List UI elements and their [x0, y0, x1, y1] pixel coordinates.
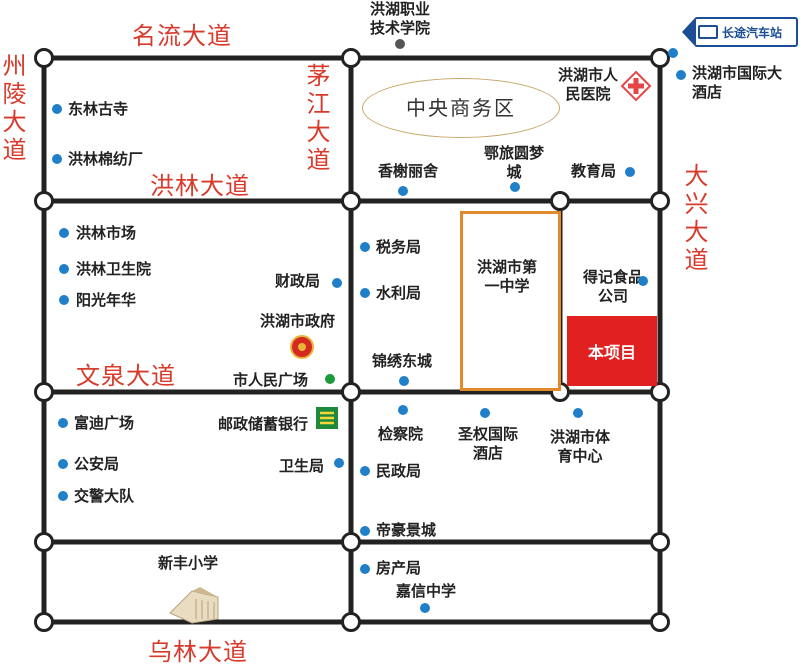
poi-dot [398, 186, 408, 196]
poi-tax-label: 税务局 [376, 238, 422, 256]
poi-dot [58, 418, 68, 428]
poi-tech-college-label: 洪湖职业技术学院 [369, 0, 430, 37]
bus-icon [698, 25, 718, 39]
poi-housing-label: 房产局 [376, 559, 422, 577]
poi-civil-label: 民政局 [376, 462, 422, 480]
square-green-icon [325, 374, 335, 384]
poi-dot [638, 276, 648, 286]
poi-donglin-temple-label: 东林古寺 [68, 100, 129, 118]
poi-dot [668, 48, 678, 58]
poi-dot [360, 564, 370, 574]
intersection-node [650, 382, 670, 402]
intersection-node [34, 382, 54, 402]
poi-dot [395, 39, 405, 49]
poi-jinxiu-label: 锦绣东城 [372, 352, 433, 370]
road-label-daxing: 大兴大道 [684, 162, 710, 274]
poi-dot [360, 242, 370, 252]
poi-dot [360, 288, 370, 298]
poi-cotton-mill-label: 洪林棉纺厂 [68, 150, 144, 168]
poi-dot [676, 70, 686, 80]
poi-health-bureau-label: 卫生局 [279, 457, 325, 475]
intersection-node [650, 48, 670, 68]
intersection-node [34, 48, 54, 68]
road-label-mingliu: 名流大道 [132, 22, 232, 50]
poi-dot [399, 376, 409, 386]
poi-dot [420, 603, 430, 613]
poi-dot [480, 408, 490, 418]
hospital-cross-icon [620, 70, 652, 102]
road-label-wenquan: 文泉大道 [76, 362, 176, 390]
intersection-node [341, 191, 361, 211]
poi-elv-label: 鄂旅圆梦城 [483, 144, 544, 181]
road-label-zhouling: 州陵大道 [2, 52, 28, 164]
poi-dot [59, 228, 69, 238]
bus-station-label: 长途汽车站 [722, 25, 783, 40]
school-highlight-box [460, 211, 561, 391]
poi-dot [58, 459, 68, 469]
poi-dot [59, 295, 69, 305]
poi-procuratorate-label: 检察院 [378, 425, 424, 443]
poi-dot [52, 154, 62, 164]
poi-fudi-label: 富迪广场 [74, 414, 135, 432]
poi-sunshine-label: 阳光年华 [76, 291, 137, 309]
intersection-node [34, 612, 54, 632]
poi-school-label: 洪湖市第一中学 [476, 258, 537, 295]
poi-sports-label: 洪湖市体育中心 [549, 428, 610, 465]
bus-station-sign: 长途汽车站 [682, 17, 798, 47]
poi-dihao-label: 帝豪景城 [376, 521, 437, 539]
poi-dot [52, 104, 62, 114]
intersection-node [34, 191, 54, 211]
project-marker: 本项目 [567, 316, 657, 386]
government-emblem-icon [290, 335, 314, 359]
poi-dot [332, 278, 342, 288]
poi-shengquan-label: 圣权国际酒店 [457, 425, 518, 462]
cbd-area: 中央商务区 [362, 78, 560, 138]
poi-traffic-label: 交警大队 [74, 487, 135, 505]
intersection-node [341, 532, 361, 552]
road-label-honglin: 洪林大道 [150, 172, 250, 200]
poi-police-label: 公安局 [74, 455, 120, 473]
poi-deji-label: 得记食品公司 [582, 268, 643, 305]
intersection-node [341, 612, 361, 632]
intersection-node [650, 191, 670, 211]
poi-education-label: 教育局 [571, 162, 617, 180]
poi-market-label: 洪林市场 [76, 224, 137, 242]
poi-water-label: 水利局 [376, 284, 422, 302]
poi-dot [398, 405, 408, 415]
intersection-node [34, 532, 54, 552]
postal-bank-icon [316, 407, 338, 429]
poi-dot [510, 182, 520, 192]
arrow-left-icon [682, 19, 694, 45]
poi-health-center-label: 洪林卫生院 [76, 260, 152, 278]
poi-dot [334, 458, 344, 468]
poi-dot [625, 167, 635, 177]
poi-jiaxin-label: 嘉信中学 [396, 582, 457, 600]
road-label-wulin: 乌林大道 [148, 638, 248, 666]
poi-postal-label: 邮政储蓄银行 [218, 415, 309, 433]
poi-hospital-label: 洪湖市人民医院 [557, 66, 618, 103]
poi-dot [573, 408, 583, 418]
poi-gov-label: 洪湖市政府 [260, 312, 336, 330]
poi-xiangxie-label: 香榭丽舍 [378, 162, 439, 180]
intersection-node [341, 48, 361, 68]
road-label-maojiang: 茅江大道 [306, 62, 332, 174]
intersection-node [650, 532, 670, 552]
intersection-node [650, 612, 670, 632]
poi-dot [360, 526, 370, 536]
intersection-node [341, 382, 361, 402]
poi-xinfeng-label: 新丰小学 [158, 554, 219, 572]
poi-square-label: 市人民广场 [233, 371, 309, 389]
poi-dot [360, 466, 370, 476]
poi-finance-label: 财政局 [275, 272, 321, 290]
intersection-node [550, 191, 570, 211]
poi-intl-hotel-label: 洪湖市国际大酒店 [692, 64, 783, 101]
poi-dot [58, 491, 68, 501]
poi-dot [59, 264, 69, 274]
school-building-icon [169, 587, 219, 624]
